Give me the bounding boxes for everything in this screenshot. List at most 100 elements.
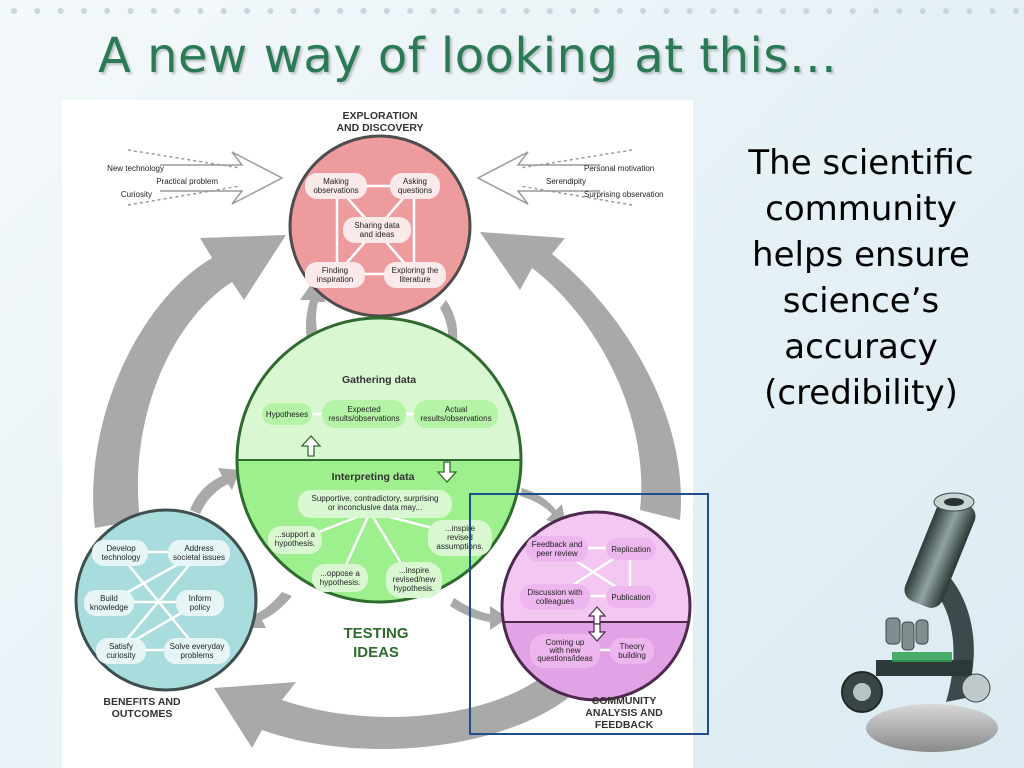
border-dot	[779, 8, 786, 14]
border-dot	[989, 8, 996, 14]
node-inspire-hypothesis-line3: hypothesis.	[394, 584, 434, 593]
node-feedback-peer-review: Feedback and	[532, 540, 583, 549]
border-dot	[500, 8, 507, 14]
node-build-knowledge-line2: knowledge	[90, 603, 129, 612]
border-dot	[407, 8, 414, 14]
border-dot	[966, 8, 973, 14]
node-exploring-literature: Exploring the	[392, 266, 439, 275]
cycle-arrow-small-right-bottom	[450, 598, 508, 630]
node-hypotheses: Hypotheses	[266, 410, 308, 419]
benefits-caption-line2: OUTCOMES	[112, 708, 173, 720]
border-dot	[267, 8, 274, 14]
side-statement-line3: helps ensure	[752, 235, 970, 275]
node-coming-up-line3: questions/ideas	[537, 654, 593, 663]
side-statement: The scientific community helps ensure sc…	[726, 140, 996, 416]
cycle-arrow-left	[93, 235, 286, 528]
input-surprising-observation: Surprising observation	[584, 190, 664, 199]
border-dot	[546, 8, 553, 14]
cycle-arrow-small-top-left	[300, 280, 326, 358]
node-asking-questions-line2: questions	[398, 186, 432, 195]
benefits-caption-line1: BENEFITS AND	[103, 696, 181, 708]
node-develop-technology: Develop	[106, 544, 136, 553]
border-dot	[150, 8, 157, 14]
cycle-arrow-small-left	[190, 468, 240, 514]
border-dot	[593, 8, 600, 14]
border-dot	[803, 8, 810, 14]
border-dot	[849, 8, 856, 14]
side-statement-line1: The scientific	[748, 143, 974, 183]
community-highlight-box	[469, 493, 709, 735]
node-replication: Replication	[611, 545, 651, 554]
community-updown-arrow-icon	[587, 606, 607, 642]
input-new-technology: New technology	[107, 164, 164, 173]
border-dot	[174, 8, 181, 14]
node-oppose-hypothesis-line2: hypothesis.	[320, 578, 360, 587]
node-inspire-assumptions: ...inspire	[445, 524, 476, 533]
benefits-outcomes-circle: Develop technology Address societal issu…	[74, 508, 258, 720]
node-inspire-assumptions-line3: assumptions.	[436, 542, 483, 551]
border-dot	[570, 8, 577, 14]
cycle-arrow-bottom	[214, 672, 568, 749]
input-serendipity: Serendipity	[546, 177, 586, 186]
border-dot	[523, 8, 530, 14]
border-dot	[57, 8, 64, 14]
exploration-circle: EXPLORATION AND DISCOVERY Making observa…	[288, 110, 472, 318]
node-feedback-peer-review-line2: peer review	[536, 549, 578, 558]
side-statement-line5: accuracy	[784, 327, 938, 367]
node-making-observations-line2: observations	[313, 186, 358, 195]
gathering-data-title: Gathering data	[342, 374, 416, 386]
node-develop-technology-line2: technology	[102, 553, 141, 562]
node-actual-results: Actual	[445, 405, 467, 414]
border-dot	[756, 8, 763, 14]
node-expected-results-line2: results/observations	[328, 414, 399, 423]
input-personal-motivation: Personal motivation	[584, 164, 654, 173]
border-dot	[663, 8, 670, 14]
border-dot	[453, 8, 460, 14]
node-expected-results: Expected	[347, 405, 380, 414]
border-dot	[686, 8, 693, 14]
border-dot	[616, 8, 623, 14]
border-dot	[197, 8, 204, 14]
node-finding-inspiration: Finding	[322, 266, 348, 275]
testing-down-arrow-icon	[436, 461, 458, 483]
node-inspire-hypothesis: ...inspire	[399, 566, 430, 575]
interpreting-data-title: Interpreting data	[332, 471, 415, 483]
node-satisfy-curiosity-line2: curiosity	[106, 651, 135, 660]
testing-ideas-caption-line2: IDEAS	[353, 644, 399, 661]
node-asking-questions: Asking	[403, 177, 427, 186]
cycle-arrow-right	[480, 232, 682, 520]
node-coming-up-line2: with new	[548, 646, 580, 655]
node-discussion-colleagues-line2: colleagues	[536, 597, 574, 606]
node-inspire-assumptions-line2: revised	[447, 533, 473, 542]
node-theory-building-line2: building	[618, 651, 646, 660]
border-dot	[896, 8, 903, 14]
node-actual-results-line2: results/observations	[420, 414, 491, 423]
border-dot	[34, 8, 41, 14]
border-dot	[360, 8, 367, 14]
border-dot	[313, 8, 320, 14]
node-address-issues: Address	[184, 544, 213, 553]
node-inform-policy-line2: policy	[190, 603, 210, 612]
input-practical-problem: Practical problem	[156, 177, 218, 186]
border-dot	[80, 8, 87, 14]
node-data-may-line2: or inconclusive data may...	[328, 503, 422, 512]
border-dot	[290, 8, 297, 14]
node-exploring-literature-line2: literature	[399, 275, 431, 284]
cycle-arrow-small-right	[520, 488, 566, 526]
border-dot	[710, 8, 716, 14]
border-dot	[826, 8, 833, 14]
node-oppose-hypothesis: ...oppose a	[320, 569, 360, 578]
node-publication: Publication	[611, 593, 650, 602]
node-discussion-colleagues: Discussion with	[527, 588, 582, 597]
border-dot	[127, 8, 134, 14]
node-sharing-data-line2: and ideas	[360, 230, 395, 239]
border-dot	[244, 8, 250, 14]
node-making-observations: Making	[323, 177, 349, 186]
input-curiosity: Curiosity	[121, 190, 152, 199]
node-data-may: Supportive, contradictory, surprising	[311, 494, 438, 503]
exploration-heading-line2: AND DISCOVERY	[336, 122, 423, 134]
right-input-arrow	[476, 149, 633, 206]
cycle-arrow-small-left-bottom	[246, 592, 292, 628]
testing-up-arrow-icon	[300, 435, 322, 457]
